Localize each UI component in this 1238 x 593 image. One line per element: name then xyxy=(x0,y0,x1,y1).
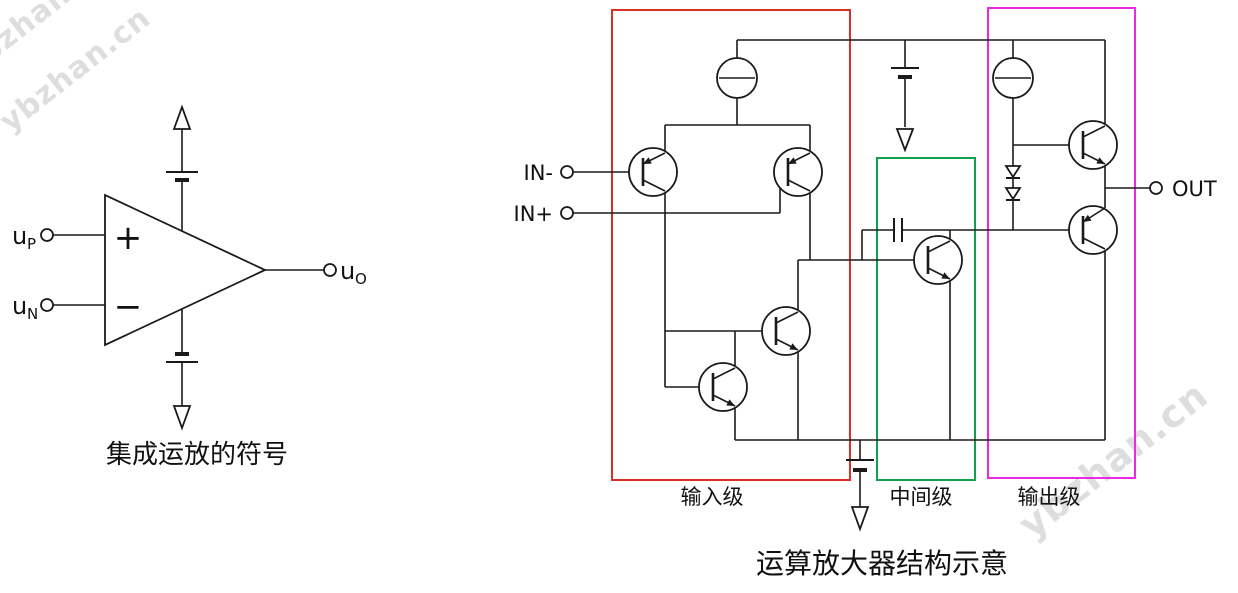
current-source-icon xyxy=(992,57,1034,99)
output-stage-label: 输出级 xyxy=(1018,485,1081,509)
terminal-icon xyxy=(40,228,54,242)
input-stage-label: 输入级 xyxy=(681,485,744,509)
label-u-out-base: u xyxy=(340,257,355,285)
diode-icon xyxy=(1004,187,1022,201)
transistor-q6-output-top xyxy=(1068,120,1118,170)
left-caption: 集成运放的符号 xyxy=(106,440,288,469)
arrow-up-icon xyxy=(172,104,192,130)
transistor-q4-mirror xyxy=(761,306,811,356)
transistor-q7-output-bottom xyxy=(1068,205,1118,255)
label-u-out-sub: O xyxy=(355,270,367,288)
input-stage-box xyxy=(611,9,851,481)
terminal-icon xyxy=(560,165,574,179)
supply-capacitor-icon xyxy=(891,67,919,153)
middle-stage-label: 中间级 xyxy=(890,485,953,509)
label-in-minus: IN- xyxy=(524,161,553,185)
compensation-capacitor-icon xyxy=(893,218,903,242)
right-caption: 运算放大器结构示意 xyxy=(756,548,1008,580)
label-u-neg-sub: N xyxy=(27,305,38,323)
transistor-q5-mirror xyxy=(698,362,748,412)
label-in-plus: IN+ xyxy=(514,202,554,226)
label-out: OUT xyxy=(1172,177,1217,201)
label-u-pos-sub: P xyxy=(27,235,36,253)
label-u-pos: u P xyxy=(12,222,36,253)
terminal-icon xyxy=(40,298,54,312)
negative-supply-lead xyxy=(166,309,198,431)
minus-sign: − xyxy=(114,287,143,327)
opamp-symbol-diagram: + − u P u N u O 集成运放的符号 xyxy=(12,104,367,469)
arrow-down-icon xyxy=(172,405,192,431)
label-u-neg: u N xyxy=(12,292,38,323)
transistor-q3-middle xyxy=(913,235,963,285)
positive-supply-lead xyxy=(166,104,198,231)
terminal-icon xyxy=(323,263,337,277)
label-u-pos-base: u xyxy=(12,222,27,250)
current-source-icon xyxy=(716,57,758,99)
label-u-out: u O xyxy=(340,257,367,288)
transistor-q2-input-right xyxy=(773,147,823,197)
label-u-neg-base: u xyxy=(12,292,27,320)
opamp-triangle xyxy=(104,193,268,347)
arrow-down-icon xyxy=(850,506,870,532)
ground-symbol-icon xyxy=(846,459,874,532)
plus-sign: + xyxy=(114,218,143,258)
diode-icon xyxy=(1004,165,1022,179)
transistor-q1-input-left xyxy=(628,147,678,197)
middle-stage-box xyxy=(876,157,976,481)
opamp-internal-diagram: IN- IN+ OUT 输入级 中间级 输出级 运算放大器结构示意 xyxy=(514,7,1217,580)
circuit-wires xyxy=(573,39,1150,507)
watermark-text: ybzhan.cn xyxy=(1010,373,1216,547)
output-stage-box xyxy=(987,7,1136,479)
arrow-down-icon xyxy=(895,128,915,153)
terminal-icon xyxy=(1149,181,1163,195)
terminal-icon xyxy=(560,206,574,220)
